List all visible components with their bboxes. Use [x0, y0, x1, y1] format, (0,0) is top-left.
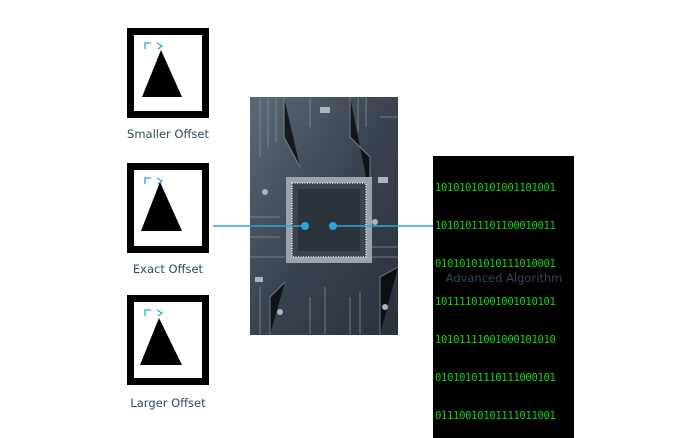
larger-offset-label: Larger Offset: [130, 396, 206, 410]
advanced-algorithm-label: Advanced Algorithm: [445, 271, 563, 285]
binary-row: 10111101001001010101: [435, 296, 556, 308]
binary-row: 10101111001000101010: [435, 334, 556, 346]
binary-code-panel: 10101010101001101001 1010101110110001001…: [433, 156, 574, 438]
circuit-board-chip-image: [250, 97, 398, 335]
larger-offset-triangle-icon: [127, 295, 209, 385]
binary-row: 10101011101100010011: [435, 220, 556, 232]
smaller-offset-label: Smaller Offset: [127, 127, 209, 141]
binary-row: 01110010101111011001: [435, 410, 556, 422]
binary-row: 10101010101001101001: [435, 182, 556, 194]
input-connector-dot: [301, 222, 309, 230]
binary-row: 01010101110111000101: [435, 372, 556, 384]
smaller-offset-triangle-icon: [127, 28, 209, 118]
binary-row: 01010101010111010001: [435, 258, 556, 270]
exact-offset-triangle-icon: [127, 163, 209, 253]
exact-offset-label: Exact Offset: [132, 262, 204, 276]
